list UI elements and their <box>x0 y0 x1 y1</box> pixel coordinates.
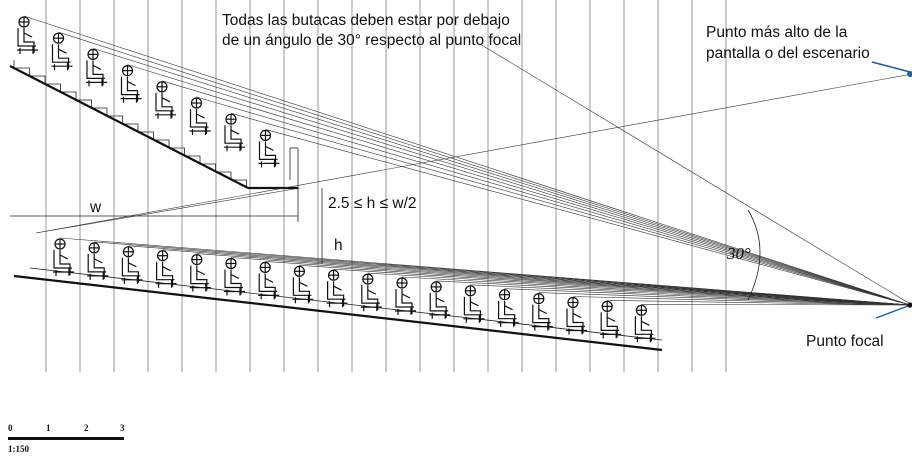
person-seated-icon <box>53 238 74 276</box>
sightline-lower-to-upper <box>35 187 301 234</box>
person-seated-icon <box>121 246 143 284</box>
scale-ratio: 1:150 <box>8 444 29 454</box>
lower-sightline <box>470 284 911 306</box>
scale-tick-0: 0 <box>8 423 13 433</box>
top-point-pointer <box>871 61 911 73</box>
lower-sightline <box>504 288 911 306</box>
scale-tick-1: 1 <box>46 423 51 433</box>
upper-sightline <box>196 96 911 306</box>
lower-sightline <box>607 300 911 306</box>
person-seated-icon <box>634 304 656 343</box>
person-seated-icon <box>17 16 38 54</box>
lower-sightline <box>572 296 911 306</box>
person-seated-icon <box>86 48 107 87</box>
focal-point-text: Punto focal <box>806 333 884 350</box>
upper-tier-seats <box>17 16 280 168</box>
person-seated-icon <box>600 300 622 339</box>
scale-bar: 0 1 2 3 1:150 <box>8 423 125 454</box>
person-seated-icon <box>258 261 280 300</box>
lower-sightline <box>401 276 911 306</box>
height-label: h <box>334 237 343 254</box>
person-seated-icon <box>395 277 416 315</box>
sightline-to-screen-top <box>35 73 912 234</box>
person-seated-icon <box>224 257 245 296</box>
width-label: w <box>89 199 102 216</box>
person-seated-icon <box>292 265 314 304</box>
person-seated-icon <box>463 285 485 323</box>
person-seated-icon <box>429 281 451 319</box>
scale-bar-line <box>8 437 124 440</box>
person-seated-icon <box>360 273 382 312</box>
upper-tier <box>9 16 299 190</box>
person-seated-icon <box>155 250 177 288</box>
lower-sightline <box>367 272 911 306</box>
upper-sightline <box>161 80 911 306</box>
person-seated-icon <box>189 97 211 135</box>
vertical-grid-lines <box>45 0 727 372</box>
angle-arc <box>747 209 761 301</box>
person-seated-icon <box>120 64 142 103</box>
rule-text-line2: de un ángulo de 30° respecto al punto fo… <box>222 32 521 49</box>
focal-point-marker <box>907 302 912 308</box>
person-seated-icon <box>51 32 73 71</box>
scale-tick-2: 2 <box>84 423 89 433</box>
height-formula: 2.5 ≤ h ≤ w/2 <box>328 195 417 212</box>
person-seated-icon <box>189 254 211 292</box>
person-seated-icon <box>224 113 245 152</box>
person-seated-icon <box>87 242 109 280</box>
lower-sightline <box>641 303 911 306</box>
person-seated-icon <box>258 129 280 168</box>
person-seated-icon <box>326 269 348 308</box>
upper-tier-steps <box>13 60 247 188</box>
upper-sightline <box>23 15 911 306</box>
angle-label: 30° <box>726 244 751 263</box>
scale-tick-3: 3 <box>120 423 125 433</box>
rule-text-line1: Todas las butacas deben estar por debajo <box>222 12 510 29</box>
lower-tier <box>13 238 663 352</box>
sightline-rays <box>23 15 911 306</box>
lower-sightline <box>333 268 911 306</box>
top-point-text-line2: pantalla o del escenario <box>706 45 870 62</box>
upper-tier-floor <box>9 65 249 189</box>
person-seated-icon <box>531 293 553 331</box>
lower-sightline <box>436 280 911 306</box>
person-seated-icon <box>155 81 176 119</box>
top-point-text-line1: Punto más alto de la <box>706 24 848 41</box>
person-seated-icon <box>497 289 519 327</box>
upper-sightline <box>230 112 911 306</box>
limit-line-30deg <box>479 43 912 306</box>
width-dimension: w <box>10 188 299 222</box>
upper-sightline <box>265 129 911 306</box>
lower-tier-seats <box>53 238 656 343</box>
upper-sightline <box>92 48 911 306</box>
height-dimension: h 2.5 ≤ h ≤ w/2 <box>321 188 417 264</box>
person-seated-icon <box>566 296 587 335</box>
angle-30: 30° <box>726 209 761 301</box>
upper-sightline <box>127 64 911 306</box>
focal-point-pointer <box>875 305 909 319</box>
screen-top-marker <box>907 71 912 77</box>
lower-tier-floor <box>13 274 663 352</box>
lower-sightline <box>538 292 911 306</box>
upper-sightline <box>58 31 911 306</box>
